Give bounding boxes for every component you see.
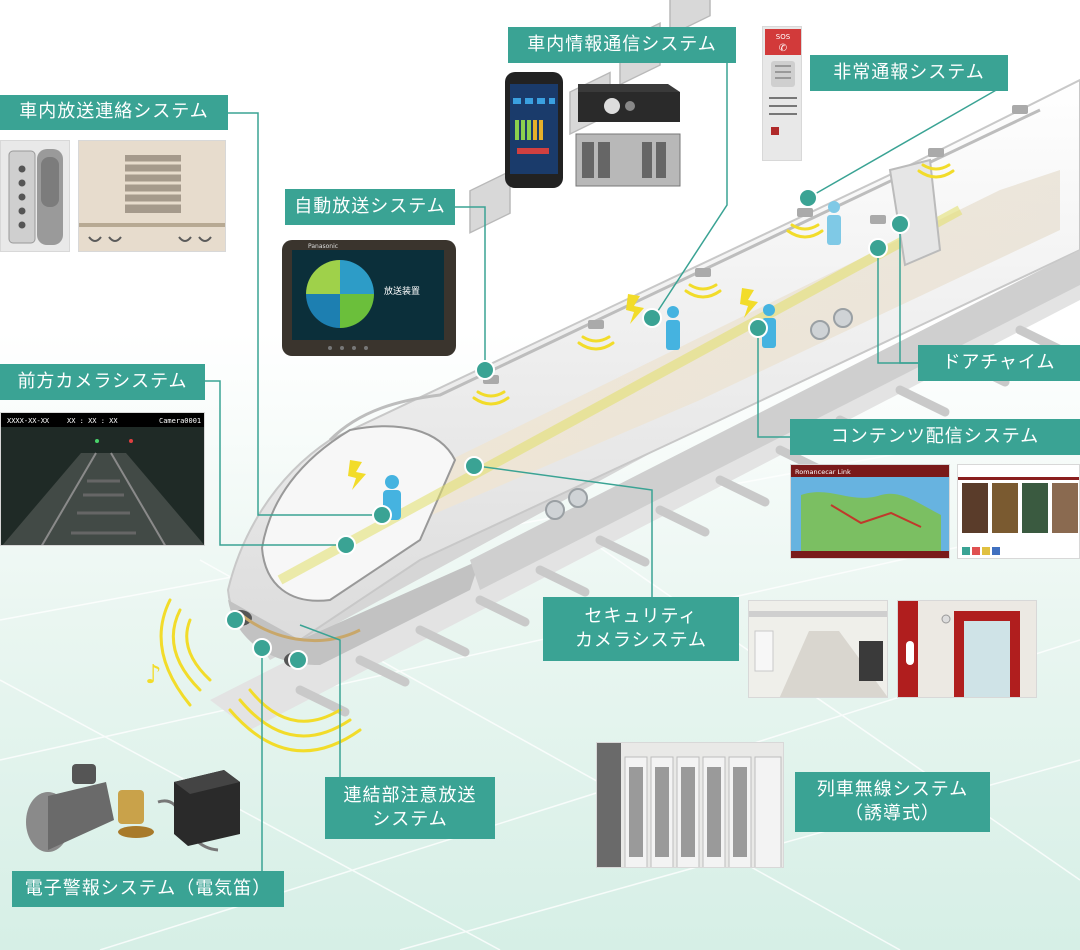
announcement-marks — [348, 288, 758, 490]
security-interior-photo — [748, 600, 888, 698]
music-note-icon: ♪ — [145, 660, 162, 690]
svg-text:✆: ✆ — [779, 43, 787, 54]
label-jidou-housou: 自動放送システム — [285, 189, 455, 225]
label-shanai-jouhou: 車内情報通信システム — [508, 27, 736, 63]
radio-rack-photo — [596, 742, 784, 868]
tablet-title-text: 放送装置 — [384, 285, 420, 297]
label-contents: コンテンツ配信システム — [790, 419, 1080, 455]
tablet-brand-text: Panasonic — [308, 243, 338, 250]
romancecar-map-photo: Romancecar Link — [790, 464, 950, 559]
label-security-camera: セキュリティ カメラシステム — [543, 597, 739, 661]
label-shanai-housou: 車内放送連絡システム — [0, 95, 228, 130]
handset-photo — [0, 140, 70, 252]
label-renketsu: 連結部注意放送 システム — [325, 777, 495, 839]
handheld-terminal-photo — [503, 70, 565, 190]
romancecar-title: Romancecar Link — [795, 468, 851, 476]
label-zenpou-camera: 前方カメラシステム — [0, 364, 205, 400]
tablet-photo: Panasonic 放送装置 — [280, 238, 458, 358]
label-door-chime: ドアチャイム — [918, 345, 1080, 381]
comm-unit-photo-2 — [572, 130, 684, 190]
electric-horn-photo — [18, 752, 248, 864]
camera-date-text: XXXX-XX-XX — [7, 417, 50, 425]
label-hijou-tsuuhou: 非常通報システム — [810, 55, 1008, 91]
sound-waves — [159, 163, 955, 753]
front-camera-photo: XXXX-XX-XX XX : XX : XX Camera0001 — [0, 412, 205, 546]
camera-time-text: XX : XX : XX — [67, 417, 118, 425]
tourist-guide-photo — [957, 464, 1080, 559]
connector-dots — [225, 188, 910, 670]
sos-unit-photo: SOS ✆ — [762, 26, 802, 161]
comm-unit-photo-1 — [572, 72, 684, 126]
sos-text: SOS — [776, 33, 791, 41]
security-door-photo — [897, 600, 1037, 698]
camera-id-text: Camera0001 — [159, 417, 201, 425]
train-body — [226, 0, 1080, 668]
ceiling-speaker-photo — [78, 140, 226, 252]
label-ressha-musen: 列車無線システム （誘導式） — [795, 772, 990, 832]
label-denshi-keihou: 電子警報システム（電気笛） — [12, 871, 284, 907]
